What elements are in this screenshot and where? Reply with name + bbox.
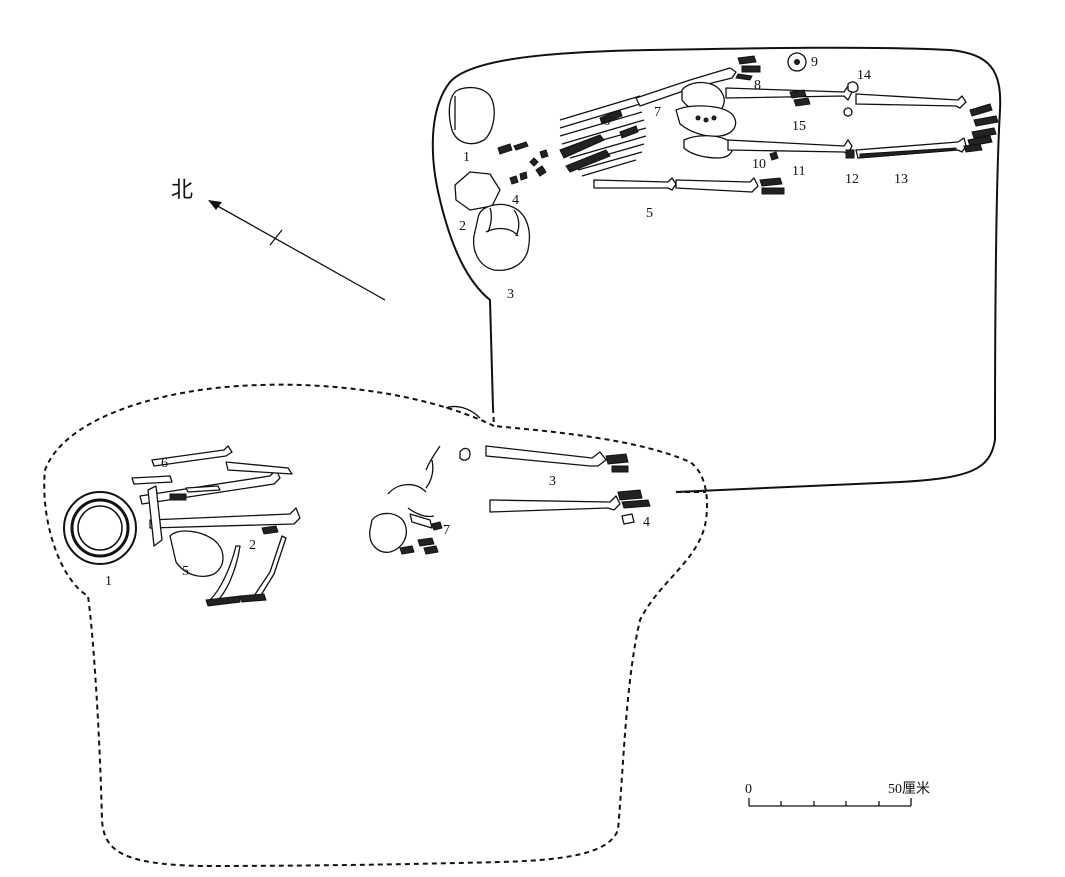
upper-label-8: 8 (754, 78, 761, 93)
upper-ribcage (559, 95, 647, 177)
upper-label-12: 12 (845, 172, 859, 187)
upper-ring-9 (787, 52, 807, 72)
upper-small-fragments (497, 141, 549, 185)
upper-label-14: 14 (857, 68, 871, 83)
upper-label-10: 10 (752, 157, 766, 172)
upper-item-12 (845, 149, 855, 159)
upper-label-3: 3 (507, 287, 514, 302)
upper-label-9: 9 (811, 55, 818, 70)
upper-item-10 (769, 151, 779, 161)
lower-label-3: 3 (549, 474, 556, 489)
upper-label-6: 6 (603, 114, 610, 129)
upper-item-15-bead (843, 107, 853, 117)
upper-label-2: 2 (459, 219, 466, 234)
upper-label-15: 15 (792, 119, 806, 134)
lower-label-1: 1 (105, 574, 112, 589)
lower-skeleton-7 (369, 445, 443, 555)
upper-pot-2 (454, 171, 501, 211)
lower-skeleton-bones (131, 445, 301, 607)
lower-pot-1 (63, 491, 137, 565)
upper-label-11: 11 (792, 164, 805, 179)
lower-label-2: 2 (249, 538, 256, 553)
scale-bar (748, 798, 912, 807)
upper-pelvis (675, 81, 737, 159)
scale-start-label: 0 (745, 782, 752, 797)
upper-label-5: 5 (646, 206, 653, 221)
upper-pit-dashed-link (492, 407, 495, 427)
upper-label-1: 1 (463, 150, 470, 165)
upper-forearm-5 (675, 177, 759, 193)
upper-hand-5 (759, 177, 785, 195)
lower-foot-bones (445, 405, 651, 525)
upper-item-14 (847, 81, 859, 93)
upper-foot-bones (963, 103, 999, 153)
lower-bone-3 (485, 445, 607, 467)
north-label: 北 (171, 178, 193, 203)
upper-label-7: 7 (654, 105, 661, 120)
lower-label-5: 5 (182, 564, 189, 579)
upper-pit-outline (431, 46, 1002, 493)
upper-tibia-top (855, 93, 967, 109)
upper-hand-bones (735, 55, 811, 107)
lower-label-6: 6 (161, 456, 168, 471)
upper-femur-top (725, 85, 853, 101)
upper-femur-bottom (727, 139, 853, 155)
upper-arm-bone-5 (593, 177, 677, 191)
lower-bone-4 (489, 495, 621, 513)
upper-label-13: 13 (894, 172, 908, 187)
upper-pot-1 (448, 86, 495, 145)
scale-end-label: 50厘米 (888, 781, 930, 797)
upper-pot-3 (472, 203, 531, 272)
upper-fibula-bottom (859, 147, 957, 159)
upper-label-4: 4 (512, 193, 519, 208)
lower-label-4: 4 (643, 515, 650, 530)
north-arrow (208, 200, 386, 301)
lower-label-7: 7 (443, 523, 450, 538)
lower-pit-outline (43, 383, 708, 868)
